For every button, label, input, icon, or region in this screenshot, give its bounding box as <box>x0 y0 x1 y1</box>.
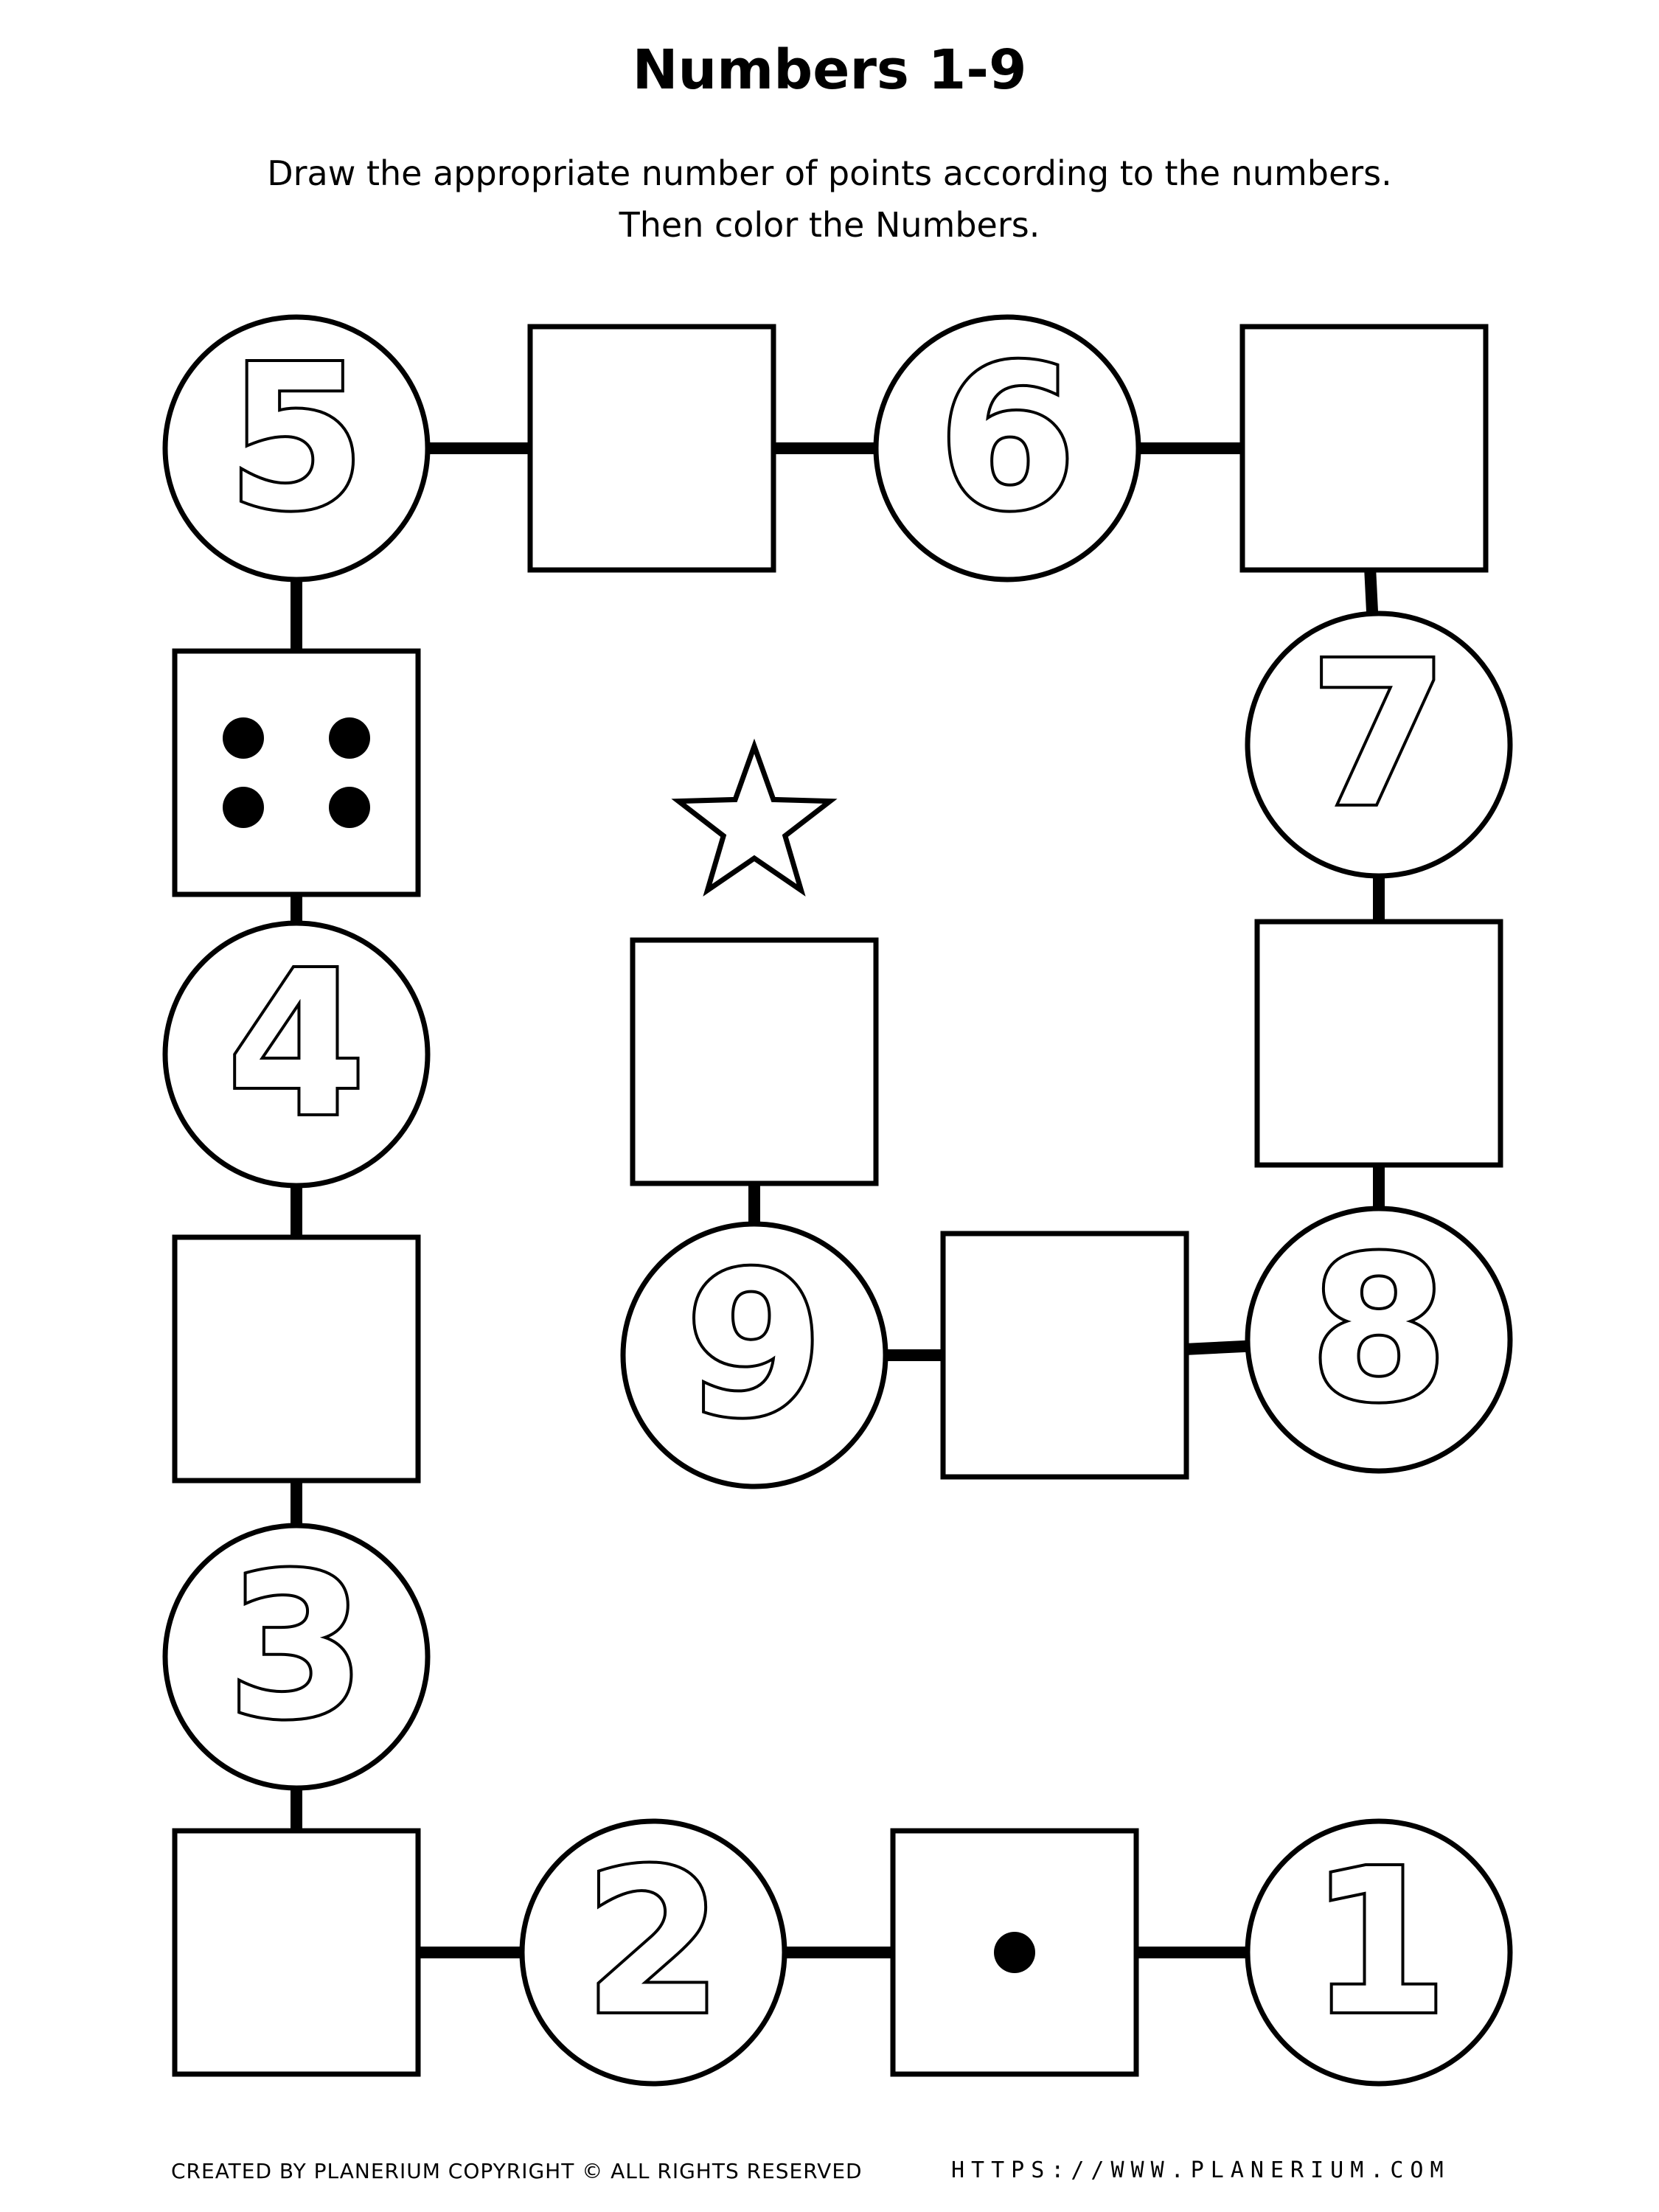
dot-box[interactable] <box>172 1234 421 1484</box>
circle-outline <box>162 314 431 582</box>
circle-outline <box>1245 1818 1513 2087</box>
number-circle-4: 4 <box>162 920 431 1189</box>
circle-outline <box>162 1523 431 1791</box>
dot <box>223 717 264 759</box>
page-title: Numbers 1-9 <box>632 38 1027 102</box>
number-circle-6: 6 <box>873 314 1141 582</box>
circle-outline <box>162 920 431 1189</box>
dot-box[interactable] <box>172 648 421 897</box>
outline-number: 6 <box>938 322 1077 554</box>
outline-number: 9 <box>685 1229 824 1461</box>
box-outline <box>940 1231 1189 1480</box>
box-outline <box>1254 919 1503 1168</box>
outline-number: 8 <box>1310 1214 1448 1446</box>
outline-number: 2 <box>584 1826 723 2059</box>
instruction-line-2: Then color the Numbers. <box>619 205 1040 245</box>
dot-box[interactable] <box>940 1231 1189 1480</box>
number-circle-3: 3 <box>162 1523 431 1791</box>
number-circle-7: 7 <box>1245 611 1513 879</box>
circle-outline <box>519 1818 787 2087</box>
outline-number: 1 <box>1310 1826 1448 2059</box>
dot-box[interactable] <box>890 1828 1139 2077</box>
box-outline <box>630 937 879 1186</box>
number-circle-5: 5 <box>162 314 431 582</box>
number-circle-2: 2 <box>519 1818 787 2087</box>
circle-outline <box>1245 611 1513 879</box>
footer-url: HTTPS://WWW.PLANERIUM.COM <box>951 2157 1450 2183</box>
dot <box>329 717 370 759</box>
instructions: Draw the appropriate number of points ac… <box>0 147 1659 251</box>
number-circle-1: 1 <box>1245 1818 1513 2087</box>
dot-box[interactable] <box>527 324 776 573</box>
outline-number: 4 <box>227 928 366 1161</box>
circle-outline <box>1245 1206 1513 1474</box>
number-circle-9: 9 <box>620 1221 888 1489</box>
outline-number: 5 <box>227 322 366 554</box>
footer-credit: CREATED BY PLANERIUM COPYRIGHT © ALL RIG… <box>171 2159 863 2183</box>
box-outline <box>527 324 776 573</box>
outline-number: 3 <box>227 1531 366 1763</box>
dot <box>994 1932 1035 1973</box>
dot-box[interactable] <box>1239 324 1489 573</box>
box-outline <box>172 1828 421 2077</box>
box-outline <box>172 648 421 897</box>
number-circle-8: 8 <box>1245 1206 1513 1474</box>
dot <box>223 787 264 828</box>
dot <box>329 787 370 828</box>
circle-outline <box>873 314 1141 582</box>
dot-box[interactable] <box>172 1828 421 2077</box>
dot-box[interactable] <box>630 937 879 1186</box>
dot-box[interactable] <box>1254 919 1503 1168</box>
star-outline-icon <box>671 738 838 897</box>
box-outline <box>172 1234 421 1484</box>
outline-number: 7 <box>1310 619 1448 851</box>
instruction-line-1: Draw the appropriate number of points ac… <box>267 153 1392 193</box>
circle-outline <box>620 1221 888 1489</box>
box-outline <box>1239 324 1489 573</box>
